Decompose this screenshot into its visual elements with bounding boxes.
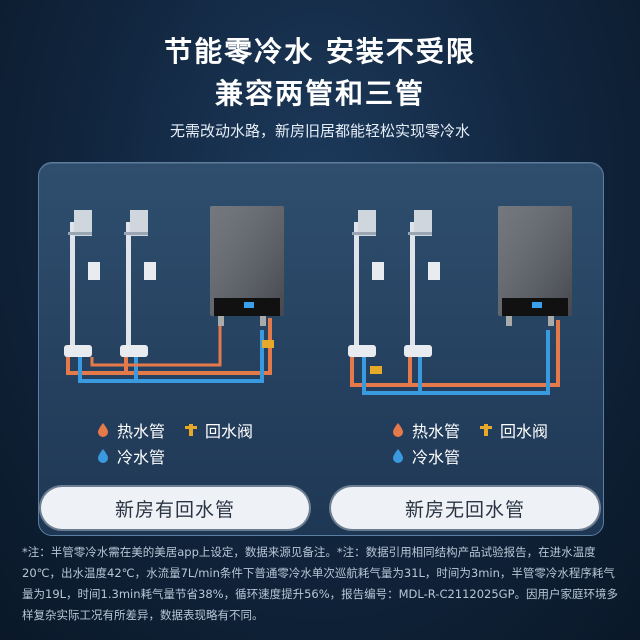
legend-return-valve: 回水阀: [205, 422, 254, 441]
legend-left: 热水管 回水阀 冷水管: [95, 418, 253, 470]
page-title: 节能零冷水 安装不受限: [164, 35, 476, 68]
page-title-line2: 兼容两管和三管: [214, 77, 425, 110]
legend-cold-pipe: 冷水管: [117, 448, 166, 467]
water-heater-icon: [210, 206, 284, 326]
label-with-return-pipe: 新房有回水管: [41, 487, 309, 529]
hot-water-drop-icon: [393, 423, 403, 437]
return-valve-icon: [262, 340, 274, 348]
illustration-without-return-pipe: [348, 206, 572, 395]
illustration-with-return-pipe: [64, 206, 284, 383]
shower-icon: [348, 210, 384, 357]
water-heater-icon: [498, 206, 572, 326]
valve-icon: [480, 424, 493, 436]
legend-hot-pipe: 热水管: [412, 422, 461, 441]
valve-icon: [185, 424, 198, 436]
hot-water-drop-icon: [98, 423, 108, 437]
legend-hot-pipe: 热水管: [117, 422, 166, 441]
legend-cold-pipe: 冷水管: [412, 448, 461, 467]
footnote: *注：半管零冷水需在美的美居app上设定，数据来源见备注。*注：数据引用相同结构…: [22, 545, 619, 622]
shower-icon: [120, 210, 156, 357]
shower-icon: [64, 210, 100, 357]
legend-return-valve: 回水阀: [500, 422, 549, 441]
shower-icon: [404, 210, 440, 357]
return-valve-icon: [370, 366, 382, 374]
cold-water-drop-icon: [393, 449, 403, 463]
label-without-return-pipe: 新房无回水管: [331, 487, 599, 529]
legend-right: 热水管 回水阀 冷水管: [390, 418, 548, 470]
subtitle: 无需改动水路，新房旧居都能轻松实现零冷水: [169, 122, 470, 140]
cold-water-drop-icon: [98, 449, 108, 463]
